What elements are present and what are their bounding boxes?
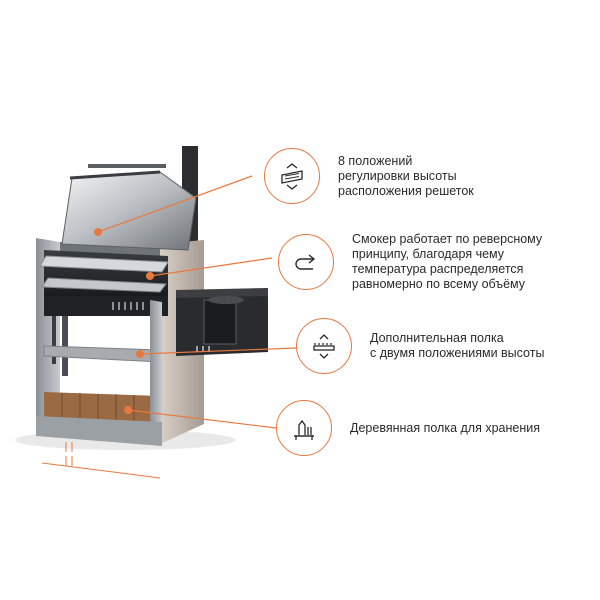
callout-lines <box>97 175 297 429</box>
bottom-rail <box>36 416 162 446</box>
reverse-flow-arrow-icon <box>278 234 334 290</box>
feature-text: Деревянная полка для хранения <box>350 420 540 435</box>
front-right-leg <box>150 300 162 446</box>
tool-poker <box>52 316 56 364</box>
lid-handle <box>69 170 161 180</box>
side-cabinet-top <box>176 288 268 298</box>
feature-grate-height: 8 положений регулировки высоты расположе… <box>264 148 568 204</box>
cabinet-vents <box>196 346 210 352</box>
tool-scraper <box>62 316 68 376</box>
feature-extra-shelf: Дополнительная полка с двумя положениями… <box>296 318 600 374</box>
cabinet-door <box>203 299 237 345</box>
upper-grate <box>39 255 169 273</box>
firebox-front <box>44 296 168 316</box>
feature-text: Смокер работает по реверсному принципу, … <box>352 232 543 291</box>
feature-wood-shelf: Деревянная полка для хранения <box>276 400 580 456</box>
wooden-shelf <box>44 392 160 424</box>
wooden-slats <box>61 393 135 423</box>
dimension-marks <box>41 442 161 479</box>
firebox-vents <box>112 302 144 310</box>
callout-dots <box>94 228 154 414</box>
feature-text: 8 положений регулировки высоты расположе… <box>338 153 474 198</box>
shelf-two-positions-icon <box>296 318 352 374</box>
feature-text: Дополнительная полка с двумя положениями… <box>370 331 545 360</box>
feature-reverse-flow: Смокер работает по реверсному принципу, … <box>278 232 582 292</box>
cabinet-hob <box>208 296 244 304</box>
wood-storage-shelf-icon <box>276 400 332 456</box>
open-lid <box>61 171 197 251</box>
lid-top-rail <box>88 164 166 168</box>
lower-grate <box>41 277 167 293</box>
grate-height-levels-icon <box>264 148 320 204</box>
